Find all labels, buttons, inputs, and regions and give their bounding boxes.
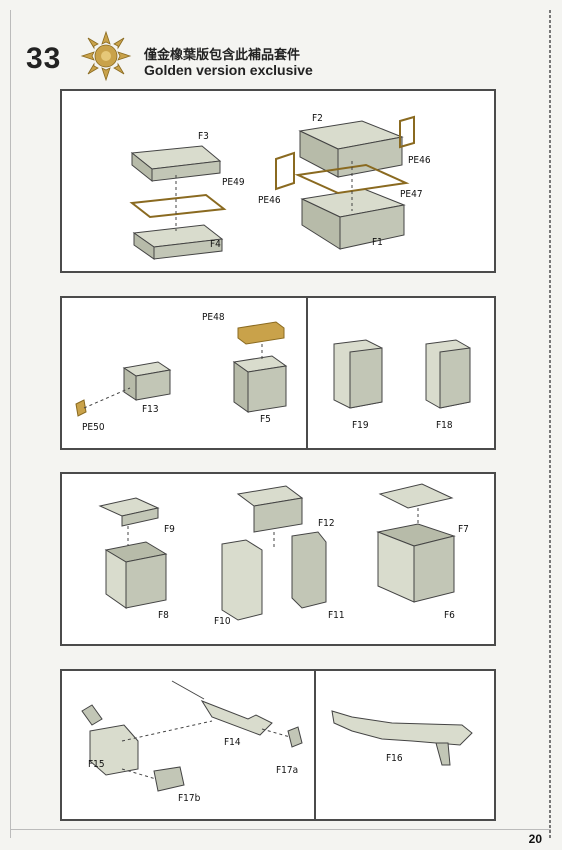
part-label-pe46-left: PE46 <box>258 195 281 206</box>
part-label-f3: F3 <box>198 131 209 142</box>
part-label-f2: F2 <box>312 113 323 124</box>
part-label-f17a: F17a <box>276 765 299 776</box>
page-edge-left <box>10 10 11 838</box>
part-label-f12: F12 <box>318 518 335 529</box>
part-label-pe50: PE50 <box>82 422 105 433</box>
part-label-pe46-top: PE46 <box>408 155 431 166</box>
part-label-f18: F18 <box>436 420 453 431</box>
panel-ammo-jerrycans: PE48 F13 PE50 F5 F19 F18 <box>60 296 496 450</box>
part-label-f10: F10 <box>214 616 231 627</box>
page-edge-right <box>549 10 551 838</box>
part-label-f17b: F17b <box>178 793 201 804</box>
part-label-f1: F1 <box>372 237 383 248</box>
part-label-f8: F8 <box>158 610 169 621</box>
part-label-f11: F11 <box>328 610 345 621</box>
title-english: Golden version exclusive <box>144 62 313 78</box>
part-label-f4: F4 <box>210 239 221 250</box>
panel-divider <box>314 671 316 819</box>
panel-machine-guns: F14 F15 F17a F17b F16 <box>60 669 496 821</box>
part-label-pe47: PE47 <box>400 189 423 200</box>
part-label-f6: F6 <box>444 610 455 621</box>
part-label-f7: F7 <box>458 524 469 535</box>
title-chinese: 僅金橡葉版包含此補品套件 <box>144 48 301 63</box>
panel-divider <box>306 298 308 448</box>
machine-gun-illustration <box>81 680 473 792</box>
part-label-f5: F5 <box>260 414 271 425</box>
panel-crates: F3 PE49 F4 F2 PE46 PE46 PE47 F1 <box>60 89 496 273</box>
part-label-pe48: PE48 <box>202 312 225 323</box>
crates-illustration <box>129 115 415 260</box>
step-header: 33 僅金橡葉版包含此補品套件 Golden version exclusive <box>20 30 320 82</box>
ammo-jerrycan-illustration <box>75 321 471 417</box>
page-number: 20 <box>528 832 542 846</box>
part-label-f16: F16 <box>386 753 403 764</box>
part-label-f19: F19 <box>352 420 369 431</box>
oak-leaf-emblem-icon <box>80 30 132 82</box>
part-label-f9: F9 <box>164 524 175 535</box>
panel-boxes: F9 F8 F12 F10 F11 F7 F6 <box>60 472 496 646</box>
part-label-f13: F13 <box>142 404 159 415</box>
part-label-pe49: PE49 <box>222 177 245 188</box>
step-number: 33 <box>26 42 62 75</box>
part-label-f15: F15 <box>88 759 105 770</box>
page-edge-bottom <box>10 829 551 830</box>
boxes-illustration <box>98 483 456 621</box>
part-label-f14: F14 <box>224 737 241 748</box>
